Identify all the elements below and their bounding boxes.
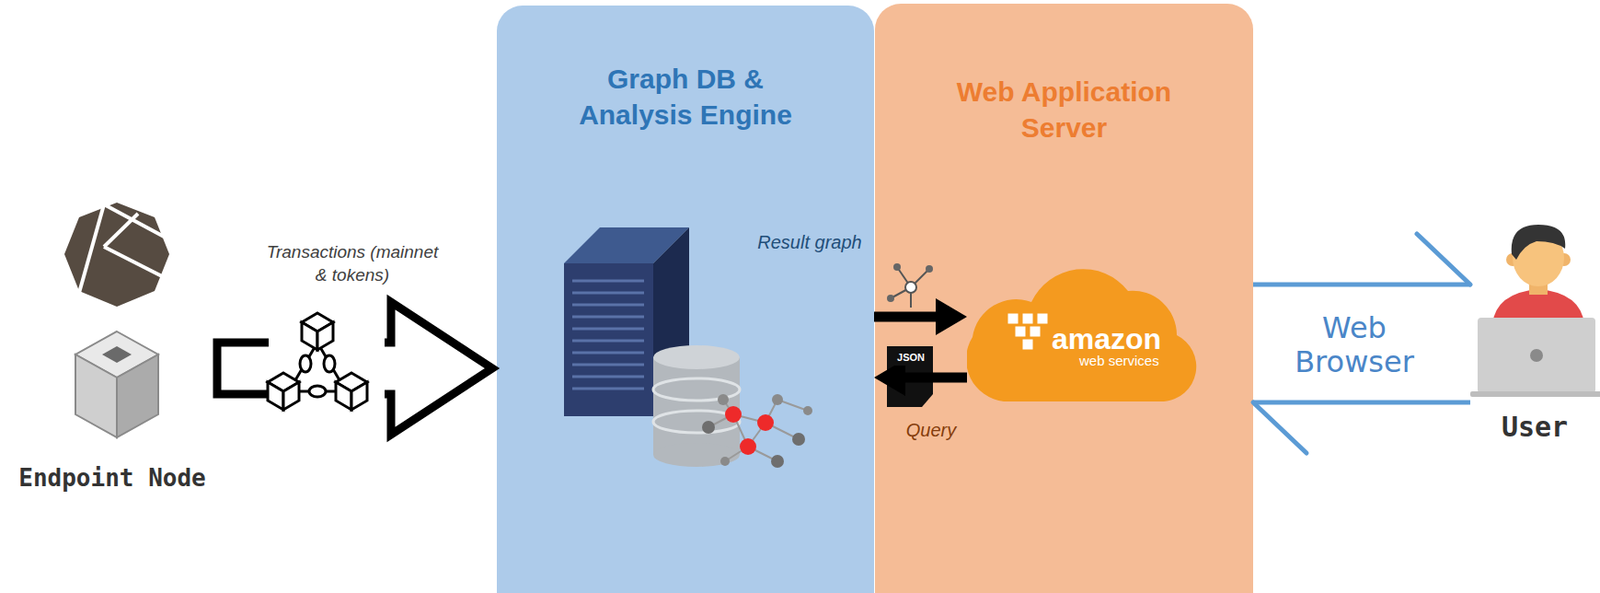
connector	[217, 301, 493, 435]
edge-label: Result graph	[757, 230, 862, 254]
edge-label: Web Browser	[1276, 310, 1433, 380]
hollow-arrow	[217, 301, 493, 435]
aws-cube	[1007, 312, 1019, 324]
arrow-line	[874, 311, 936, 323]
blockchain-icon	[267, 312, 385, 410]
aws-cube	[1014, 325, 1026, 337]
node-subtitle: web services	[1079, 353, 1160, 369]
arrow-line	[1253, 282, 1471, 288]
arrow-line	[1253, 400, 1471, 405]
cloud-fill	[966, 268, 1197, 402]
edge-label-anchor: Result graph	[736, 230, 884, 254]
endpoint-node: Endpoint Node	[7, 184, 218, 502]
klaytn-logo	[64, 202, 170, 307]
node-title: Endpoint Node	[18, 463, 207, 493]
edge-label-anchor: Web Browser	[1276, 310, 1433, 380]
result-graph-icon	[886, 263, 933, 308]
aws-cube	[1036, 312, 1048, 324]
connector	[874, 298, 967, 335]
web-server-panel: Web Application Server amazonweb services	[874, 3, 1254, 593]
json-tag: JSON	[894, 349, 928, 366]
edge-label-anchor: Query	[889, 417, 973, 442]
label-anchor: JSON	[890, 349, 932, 366]
graph-icon	[702, 393, 813, 468]
node-title: Graph DB & Analysis Engine	[564, 60, 806, 133]
aws-cube	[1022, 312, 1034, 324]
arrow-head	[1416, 233, 1471, 285]
user-avatar	[1470, 224, 1600, 397]
aws-cube	[1022, 338, 1034, 350]
node-title: amazon	[1051, 323, 1162, 354]
edge-label-anchor: Transactions (mainnet & tokens)	[264, 241, 440, 287]
connector	[1253, 402, 1471, 453]
database-icon	[653, 345, 740, 467]
analysis-panel: Graph DB & Analysis Engine	[496, 5, 875, 593]
node-cube	[75, 331, 159, 438]
connector	[1253, 233, 1471, 285]
aws-cloud: amazonweb services	[966, 263, 1198, 403]
aws-cube	[1029, 325, 1041, 337]
edge-label: Query	[906, 417, 956, 442]
arrow-head	[935, 298, 967, 335]
user-node: User	[1470, 220, 1600, 451]
arrow-head	[1253, 402, 1307, 453]
arrow-line	[905, 372, 967, 383]
panel-fill	[496, 5, 875, 593]
node-title: Web Application Server	[939, 73, 1190, 146]
panel-fill	[874, 3, 1254, 593]
edge-label: Transactions (mainnet & tokens)	[264, 241, 440, 287]
node-title: User	[1501, 410, 1568, 444]
